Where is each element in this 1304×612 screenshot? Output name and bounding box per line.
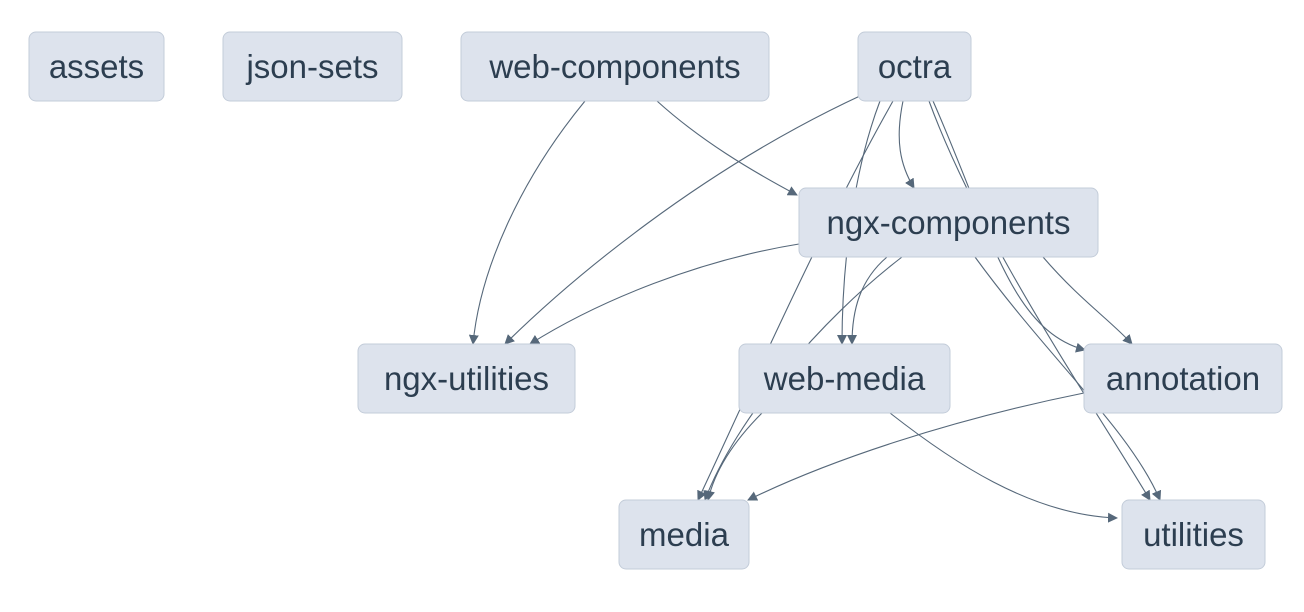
node-utilities: utilities — [1121, 499, 1266, 570]
edge-octra-to-ngx-components — [898, 100, 915, 189]
node-box — [618, 499, 750, 570]
node-label: media — [639, 516, 730, 553]
node-web-media: web-media — [738, 343, 951, 414]
node-label: json-sets — [245, 48, 378, 85]
edge-octra-to-media — [697, 100, 894, 501]
edge-web-media-to-media — [705, 412, 763, 501]
edge-web-media-to-utilities — [889, 412, 1118, 523]
node-box — [1083, 343, 1283, 414]
edge-ngx-components-to-ngx-utilities — [529, 243, 800, 345]
node-label: web-media — [763, 360, 926, 397]
node-label: annotation — [1106, 360, 1260, 397]
edge-octra-to-ngx-utilities — [504, 94, 863, 345]
node-octra: octra — [857, 31, 972, 102]
nodes: assets json-sets web-components octra ngx-co… — [28, 31, 1283, 570]
node-box — [357, 343, 576, 414]
edge-web-components-to-ngx-utilities — [468, 100, 586, 345]
node-box — [738, 343, 951, 414]
node-label: ngx-utilities — [384, 360, 549, 397]
node-label: utilities — [1143, 516, 1244, 553]
edge-ngx-components-to-web-media — [847, 256, 888, 345]
node-box — [857, 31, 972, 102]
node-annotation: annotation — [1083, 343, 1283, 414]
node-box — [28, 31, 165, 102]
node-box — [460, 31, 770, 102]
node-ngx-components: ngx-components — [798, 187, 1099, 258]
node-label: octra — [878, 48, 952, 85]
edge-octra-to-annotation — [932, 100, 1086, 353]
node-assets: assets — [28, 31, 165, 102]
edges — [468, 94, 1162, 523]
node-ngx-utilities: ngx-utilities — [357, 343, 576, 414]
edge-octra-to-utilities — [928, 100, 1151, 501]
node-media: media — [618, 499, 750, 570]
node-label: web-components — [488, 48, 740, 85]
edge-annotation-to-media — [747, 392, 1085, 501]
edge-ngx-components-to-annotation — [1042, 256, 1133, 345]
node-box — [222, 31, 403, 102]
node-label: ngx-components — [827, 204, 1071, 241]
edge-web-components-to-ngx-components — [656, 100, 798, 196]
node-label: assets — [49, 48, 144, 85]
node-web-components: web-components — [460, 31, 770, 102]
node-json-sets: json-sets — [222, 31, 403, 102]
node-box — [798, 187, 1099, 258]
node-box — [1121, 499, 1266, 570]
